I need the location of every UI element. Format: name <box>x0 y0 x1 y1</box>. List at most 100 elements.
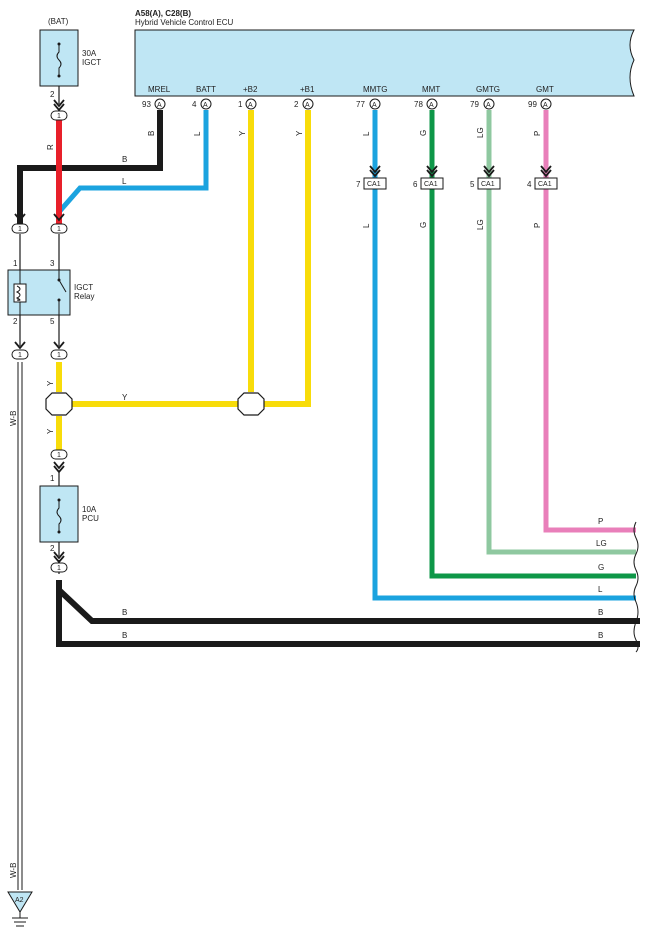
pin-conn-mrel: A <box>154 98 166 110</box>
ecu-pin-connectors: A A A A A A A A <box>154 98 552 110</box>
fuse-pcu-name: PCU <box>82 514 99 523</box>
wire-label-g-right: G <box>598 563 604 572</box>
splice-right <box>237 392 265 416</box>
wire-label-black-top: B <box>122 155 127 164</box>
wire-label-yellow-1: Y <box>46 380 55 386</box>
junction-pcu-bottom: 1 <box>50 562 68 573</box>
wire-label-gmtg: LG <box>476 127 485 138</box>
pin-num-b1: 2 <box>294 100 299 109</box>
junction-connectors: 1 1 1 1 1 1 1 <box>11 110 68 573</box>
pin-conn-gmt: A <box>540 98 552 110</box>
wire-label-mmt-lower: G <box>419 222 428 228</box>
wire-mmt-green <box>429 110 636 579</box>
ground-label: A2 <box>15 897 24 904</box>
junction-relay-right-top: 1 <box>50 223 68 234</box>
pin-name-batt: BATT <box>196 85 216 94</box>
svg-text:1: 1 <box>57 226 61 233</box>
svg-text:A: A <box>543 102 548 109</box>
relay-igct <box>7 269 71 316</box>
svg-text:1: 1 <box>57 452 61 459</box>
fuse-pcu-pin-top: 1 <box>50 474 55 483</box>
wire-pcu-black-lower <box>56 580 640 647</box>
wire-label-wb-top: W-B <box>9 411 18 426</box>
pin-num-mmtg: 77 <box>356 100 365 109</box>
pin-conn-batt: A <box>200 98 212 110</box>
svg-text:1: 1 <box>18 352 22 359</box>
wire-gmt-pink <box>543 110 636 533</box>
svg-text:A: A <box>248 102 253 109</box>
pin-name-mrel: MREL <box>148 85 171 94</box>
wire-mmtg-blue <box>372 110 636 601</box>
wire-label-red: R <box>46 144 55 150</box>
relay-pin-2: 2 <box>13 317 18 326</box>
wire-label-b-upper-right: B <box>598 608 603 617</box>
relay-name-1: IGCT <box>74 283 93 292</box>
svg-text:1: 1 <box>57 565 61 572</box>
wire-label-mrel: B <box>147 131 156 136</box>
svg-text:CA1: CA1 <box>538 181 552 188</box>
ground-a2 <box>7 891 33 927</box>
splice-left <box>45 392 73 416</box>
svg-text:1: 1 <box>57 352 61 359</box>
svg-text:A: A <box>203 102 208 109</box>
pin-name-mmt: MMT <box>422 85 440 94</box>
wire-label-mmtg-lower: L <box>362 223 371 228</box>
svg-text:A: A <box>372 102 377 109</box>
pin-name-mmtg: MMTG <box>363 85 387 94</box>
fuse-pcu-pin-bottom: 2 <box>50 544 55 553</box>
ecu-code: A58(A), C28(B) <box>135 9 191 18</box>
pin-num-gmtg: 79 <box>470 100 479 109</box>
wire-label-b2: Y <box>238 130 247 136</box>
fuse-igct-name: IGCT <box>82 58 101 67</box>
wire-label-b-lower-right: B <box>598 631 603 640</box>
pin-conn-b1: A <box>302 98 314 110</box>
wire-gmtg-lightgreen <box>486 110 636 555</box>
svg-text:A: A <box>157 102 162 109</box>
svg-text:5: 5 <box>470 180 475 189</box>
wire-label-l-right: L <box>598 585 603 594</box>
ecu-name: Hybrid Vehicle Control ECU <box>135 18 233 27</box>
fuse-igct <box>39 29 79 112</box>
pin-conn-mmt: A <box>426 98 438 110</box>
ecu-box <box>134 29 635 97</box>
wire-labels: B L Y Y L G LG P L G LG P R B L Y Y Y W-… <box>9 127 607 878</box>
relay-pin-5: 5 <box>50 317 55 326</box>
relay-pin-1: 1 <box>13 259 18 268</box>
svg-text:4: 4 <box>527 180 532 189</box>
bat-label: (BAT) <box>48 17 69 26</box>
relay-name-2: Relay <box>74 292 94 301</box>
wire-label-gmtg-lower: LG <box>476 219 485 230</box>
fuse-pcu-rating: 10A <box>82 505 97 514</box>
fuse-igct-rating: 30A <box>82 49 97 58</box>
wire-label-batt: L <box>193 131 202 136</box>
svg-text:CA1: CA1 <box>424 181 438 188</box>
break-marks <box>633 521 639 653</box>
wire-label-wb-bottom: W-B <box>9 863 18 878</box>
ecu-pin-numbers: 93 4 1 2 77 78 79 99 <box>142 100 537 109</box>
svg-text:CA1: CA1 <box>481 181 495 188</box>
wire-label-p-right: P <box>598 517 603 526</box>
wire-label-b-upper: B <box>122 608 127 617</box>
ca1-gmtg: CA1 5 <box>470 165 501 190</box>
wire-white-black <box>17 362 23 890</box>
svg-text:A: A <box>429 102 434 109</box>
wire-label-gmt-lower: P <box>533 223 542 228</box>
junction-relay-left-top: 1 <box>11 223 29 234</box>
ca1-gmt: CA1 4 <box>527 165 558 190</box>
pin-conn-gmtg: A <box>483 98 495 110</box>
pin-name-gmt: GMT <box>536 85 554 94</box>
pin-conn-b2: A <box>245 98 257 110</box>
svg-text:1: 1 <box>18 226 22 233</box>
junction-relay-right-bottom: 1 <box>50 349 68 360</box>
pin-num-mrel: 93 <box>142 100 151 109</box>
pin-conn-mmtg: A <box>369 98 381 110</box>
wire-label-b1: Y <box>295 130 304 136</box>
junction-relay-left-bottom: 1 <box>11 349 29 360</box>
wire-yellow-b1 <box>262 110 311 407</box>
wire-pcu-black-upper <box>56 587 640 624</box>
wire-label-yellow-2: Y <box>46 428 55 434</box>
wire-label-lg-right: LG <box>596 539 607 548</box>
wire-label-gmt: P <box>533 131 542 136</box>
ca1-mmt: CA1 6 <box>413 165 444 190</box>
